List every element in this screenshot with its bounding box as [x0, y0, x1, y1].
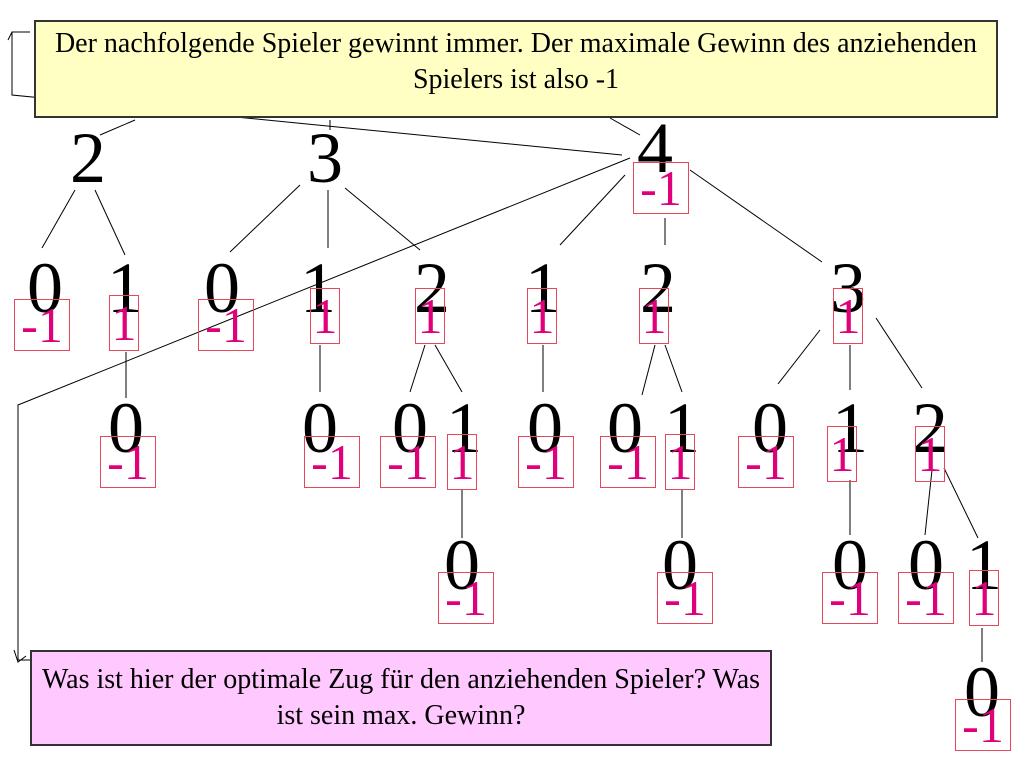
tree-node-level3-1: 0 [302, 388, 338, 468]
node-value-box-level2-1: 1 [109, 295, 139, 351]
edge [924, 469, 933, 536]
edge [94, 189, 126, 256]
node-value-box-level4-2: -1 [822, 572, 878, 624]
tree-node-level3-5: 0 [607, 388, 643, 468]
edge [409, 344, 426, 393]
tree-node-level1-1: 3 [307, 118, 343, 198]
tree-node-level4-2: 0 [832, 525, 868, 605]
tree-node-level4-0: 0 [444, 525, 480, 605]
edge [434, 344, 463, 393]
node-value-box-level4-0: -1 [438, 572, 494, 624]
node-value-box-level2-4: 1 [415, 288, 445, 344]
callout-bottom-pointer [17, 157, 631, 661]
tree-node-level4-1: 0 [662, 525, 698, 605]
tree-node-level3-4: 0 [527, 388, 563, 468]
callout-top-note: Der nachfolgende Spieler gewinnt immer. … [34, 20, 998, 118]
edge [689, 169, 823, 263]
tree-node-level4-4: 1 [966, 525, 1002, 605]
node-value-box-level2-6: 1 [639, 288, 669, 344]
node-value-box-level3-0: -1 [100, 436, 156, 488]
node-value-box-level3-5: -1 [600, 436, 656, 488]
node-value-box-level3-8: 1 [827, 426, 857, 482]
edge [875, 317, 923, 389]
node-value-box-level2-7: 1 [833, 288, 863, 344]
tree-node-level2-0: 0 [27, 248, 63, 328]
tree-node-level3-8: 1 [832, 388, 868, 468]
tree-node-level3-9: 2 [912, 388, 948, 468]
edge [559, 174, 626, 246]
node-value-box-level4-4: 1 [969, 570, 999, 626]
node-value-box-level5-0: -1 [955, 699, 1011, 751]
node-value-box-level2-5: 1 [527, 288, 557, 344]
node-value-box-level2-3: 1 [310, 288, 340, 344]
edge [943, 467, 979, 539]
edge [41, 189, 76, 249]
node-value-box-level3-1: -1 [304, 436, 360, 488]
node-value-box-level2-0: -1 [14, 299, 70, 351]
callout-top-pointer [11, 31, 623, 156]
edge [344, 187, 421, 251]
tree-node-level1-2: 4 [637, 108, 673, 188]
node-value-box-level3-7: -1 [738, 436, 794, 488]
node-value-box-level4-3: -1 [898, 572, 954, 624]
edge [777, 329, 821, 385]
callout-top-arrowhead [7, 31, 13, 41]
tree-node-level3-7: 0 [752, 388, 788, 468]
tree-node-level2-2: 0 [204, 248, 240, 328]
callout-bottom-question: Was ist hier der optimale Zug für den an… [30, 650, 772, 746]
callout-bottom-arrowhead [13, 649, 27, 663]
node-value-box-level3-3: 1 [447, 434, 477, 490]
node-value-box-level2-2: -1 [198, 299, 254, 351]
tree-node-level4-3: 0 [908, 525, 944, 605]
node-value-box-level3-2: -1 [380, 436, 436, 488]
tree-node-level2-1: 1 [107, 248, 143, 328]
tree-node-level3-2: 0 [392, 388, 428, 468]
callout-bottom-text: Was ist hier der optimale Zug für den an… [41, 663, 761, 731]
node-value-box-level4-1: -1 [657, 572, 713, 624]
edge [609, 117, 641, 136]
node-value-box-level3-6: 1 [665, 434, 695, 490]
node-value-box-level3-9: 1 [915, 426, 945, 482]
edge [99, 119, 136, 136]
edge [229, 184, 301, 253]
edge [664, 344, 683, 393]
tree-node-level3-0: 0 [108, 388, 144, 468]
edge [641, 344, 656, 396]
node-value-box-level1-2: -1 [633, 162, 689, 214]
tree-node-level5-0: 0 [964, 652, 1000, 732]
node-value-box-level3-4: -1 [518, 436, 574, 488]
tree-node-level1-0: 2 [70, 118, 106, 198]
